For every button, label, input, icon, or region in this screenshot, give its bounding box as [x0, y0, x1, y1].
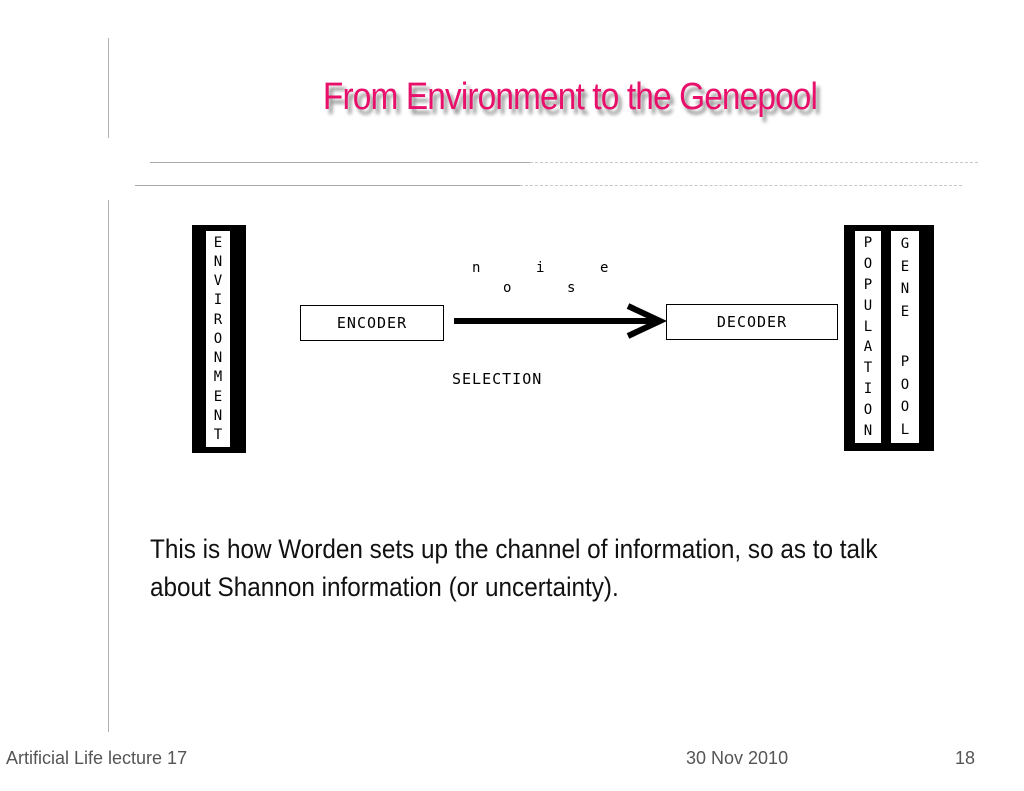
- population-letter: A: [863, 339, 873, 356]
- environment-letter: E: [213, 234, 223, 251]
- population-letter: L: [863, 318, 873, 335]
- environment-letter: N: [213, 350, 223, 367]
- population-letter: T: [863, 360, 873, 377]
- slide-title: From Environment to the Genepool: [322, 76, 818, 118]
- noise-letter: e: [600, 260, 609, 276]
- pool-letter: O: [900, 399, 910, 416]
- environment-letter: V: [213, 273, 223, 290]
- title-rule-1-dashed: [530, 162, 978, 163]
- gene-letter: E: [900, 258, 910, 275]
- noise-letter: o: [503, 280, 512, 296]
- environment-letter: N: [213, 253, 223, 270]
- noise-letter: s: [567, 280, 576, 296]
- population-letter: U: [863, 297, 873, 314]
- pool-letter: L: [900, 421, 910, 438]
- left-rule-bottom: [108, 200, 109, 732]
- environment-letter: I: [213, 292, 223, 309]
- environment-letter: E: [213, 388, 223, 405]
- pool-letter: P: [900, 354, 910, 371]
- environment-letter: O: [213, 330, 223, 347]
- footer-date: 30 Nov 2010: [686, 748, 789, 768]
- gene-letter: G: [900, 236, 910, 253]
- gene-letter: E: [900, 303, 910, 320]
- channel-arrow: [454, 303, 668, 339]
- left-rule-top: [108, 38, 109, 138]
- population-letter: O: [863, 401, 873, 418]
- title-rule-1: [150, 162, 530, 163]
- population-letter: P: [863, 235, 873, 252]
- decoder-box: DECODER: [666, 304, 838, 340]
- population-letter: P: [863, 276, 873, 293]
- population-letter: I: [863, 380, 873, 397]
- encoder-box: ENCODER: [300, 305, 444, 341]
- environment-letter: T: [213, 427, 223, 444]
- noise-letter: n: [472, 260, 481, 276]
- population-letter: N: [863, 422, 873, 439]
- selection-label: SELECTION: [452, 370, 543, 388]
- gene-letter: N: [900, 281, 910, 298]
- body-text: This is how Worden sets up the channel o…: [150, 534, 878, 602]
- footer-page-number: 18: [955, 748, 976, 768]
- title-rule-2-dashed: [520, 185, 962, 186]
- environment-letter: M: [213, 369, 223, 386]
- environment-letter: N: [213, 408, 223, 425]
- footer-lecture: Artificial Life lecture 17: [6, 748, 188, 768]
- noise-letter: i: [536, 260, 545, 276]
- title-rule-2: [135, 185, 520, 186]
- pool-letter: O: [900, 376, 910, 393]
- population-letter: O: [863, 256, 873, 273]
- environment-letter: R: [213, 311, 223, 328]
